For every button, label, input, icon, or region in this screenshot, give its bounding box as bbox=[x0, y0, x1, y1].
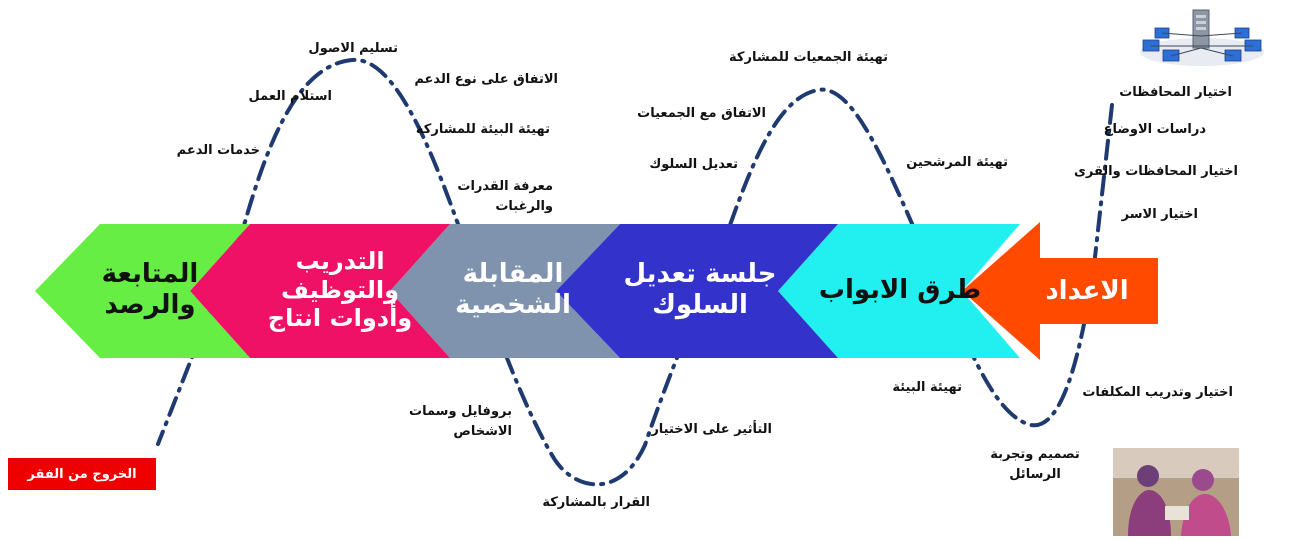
stage-behavior-session-shape bbox=[556, 224, 838, 358]
label-choose-train-staff: اختيار وتدريب المكلفات bbox=[1082, 385, 1233, 400]
stage-training-line-2: والتوظيف bbox=[281, 275, 399, 304]
stage-monitoring-shape bbox=[35, 224, 250, 358]
label-choose-families: اختيار الاسر bbox=[1121, 207, 1198, 222]
stage-monitoring-line-1: المتابعة bbox=[101, 258, 199, 289]
label-choose-governorates-villages: اختيار المحافظات والقرى bbox=[1073, 164, 1238, 179]
label-prepare-env-participation: تهيئة البيئة للمشاركة bbox=[415, 122, 550, 137]
exit-poverty-label: الخروج من الفقر bbox=[27, 466, 137, 482]
stage-monitoring-line-2: والرصد bbox=[104, 290, 196, 320]
label-abilities-desires-line1: معرفة القدرات bbox=[457, 179, 553, 194]
computer-network-icon bbox=[1140, 9, 1264, 66]
stage-behavior-session-line-1: جلسة تعديل bbox=[623, 258, 777, 289]
label-environment-prep: تهيئة البيئة bbox=[892, 380, 962, 395]
stage-door-knocking-shape bbox=[778, 224, 1020, 358]
stage-preparation-line-1: الاعداد bbox=[1045, 276, 1129, 307]
stage-behavior-session-line-2: السلوك bbox=[652, 290, 748, 320]
label-prepare-candidates: تهيئة المرشحين bbox=[906, 155, 1008, 170]
label-deliver-assets: تسليم الاصول bbox=[308, 41, 398, 56]
label-profile-traits: بروفايل وسمات الاشخاص bbox=[409, 402, 512, 442]
label-receive-work: استلام العمل bbox=[248, 89, 332, 104]
stage-preparation-label: الاعداد bbox=[1012, 262, 1162, 322]
label-participation-decision: القرار بالمشاركة bbox=[542, 495, 650, 510]
stage-preparation-text: الاعداد bbox=[1045, 276, 1128, 307]
label-design-test-messages-line2: الرسائل bbox=[1009, 467, 1061, 483]
stage-preparation-shape bbox=[962, 222, 1158, 360]
stage-door-knocking-line-1: طرق الابواب bbox=[818, 275, 982, 306]
label-influence-choice: التأثير على الاختيار bbox=[651, 422, 772, 437]
label-agree-associations: الاتفاق مع الجمعيات bbox=[637, 106, 766, 121]
stage-door-knocking-label: طرق الابواب bbox=[800, 258, 1000, 324]
label-design-test-messages-line1: تصميم وتجربة bbox=[990, 447, 1080, 462]
label-modify-behavior: تعديل السلوك bbox=[649, 157, 738, 172]
label-profile-traits-line1: بروفايل وسمات bbox=[409, 404, 512, 419]
label-design-test-messages: تصميم وتجربة الرسائل bbox=[976, 445, 1094, 485]
stage-training-line-3: وأدوات انتاج bbox=[267, 304, 413, 333]
stage-training-line-1: التدريب bbox=[295, 246, 385, 275]
label-prepare-associations: تهيئة الجمعيات للمشاركة bbox=[729, 50, 888, 65]
stage-interview-line-1: المقابلة bbox=[462, 258, 564, 289]
stage-interview-line-2: الشخصية bbox=[455, 290, 571, 320]
label-profile-traits-line2: الاشخاص bbox=[453, 424, 512, 440]
label-choose-governorates: اختيار المحافظات bbox=[1119, 85, 1232, 100]
women-meeting-photo bbox=[1113, 448, 1239, 536]
label-abilities-desires-line2: والرغبات bbox=[495, 199, 553, 215]
label-abilities-desires: معرفة القدرات والرغبات bbox=[457, 177, 553, 217]
label-agree-support-type: الاتفاق على نوع الدعم bbox=[414, 72, 558, 87]
label-support-services: خدمات الدعم bbox=[176, 143, 260, 158]
label-situation-studies: دراسات الاوضاع bbox=[1103, 122, 1206, 137]
exit-poverty-box: الخروج من الفقر bbox=[8, 458, 156, 490]
stage-training-shape bbox=[190, 224, 450, 358]
stage-interview-shape bbox=[390, 224, 620, 358]
stage-door-knocking-text: طرق الابواب bbox=[819, 275, 981, 306]
